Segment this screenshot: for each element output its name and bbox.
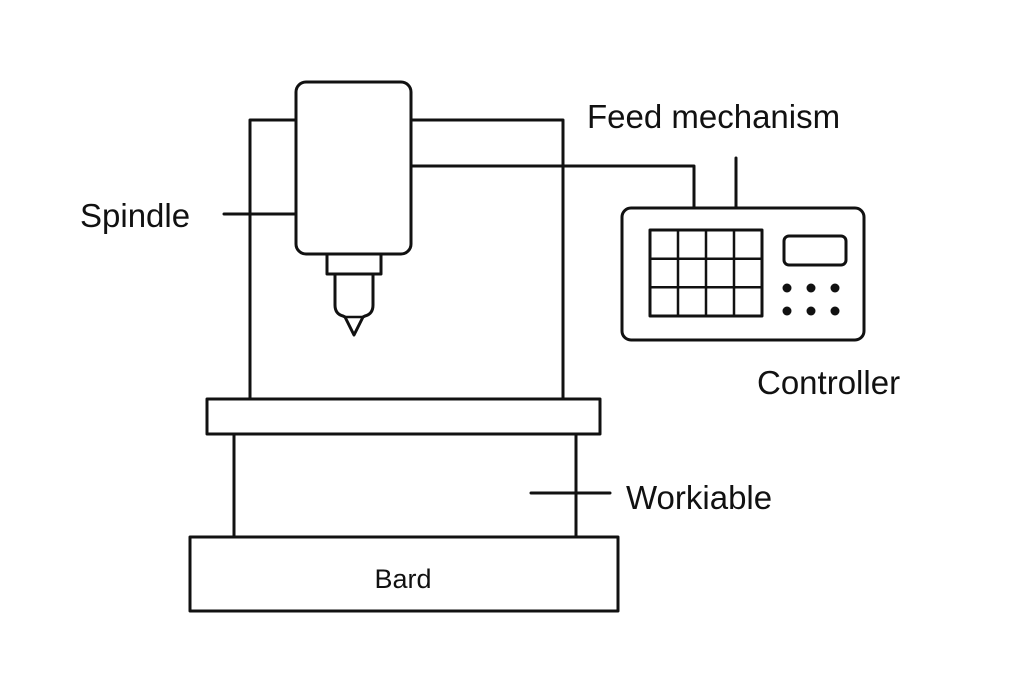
controller-unit bbox=[620, 206, 866, 342]
base-block: Bard bbox=[188, 535, 620, 613]
bard-label: Bard bbox=[374, 564, 431, 594]
feed-mechanism-label: Feed mechanism bbox=[587, 98, 840, 135]
controller-label: Controller bbox=[757, 364, 900, 401]
controller-buttons bbox=[782, 283, 840, 316]
cutting-tool bbox=[333, 272, 375, 337]
spindle-head bbox=[294, 80, 413, 256]
tool-holder-collar bbox=[325, 252, 383, 276]
controller-display bbox=[782, 234, 848, 267]
lower-body bbox=[232, 432, 578, 539]
table-slab bbox=[205, 397, 602, 436]
workiable-label: Workiable bbox=[626, 479, 772, 516]
feed-cable bbox=[409, 164, 696, 210]
spindle-label: Spindle bbox=[80, 197, 190, 234]
keypad-grid bbox=[648, 228, 764, 318]
